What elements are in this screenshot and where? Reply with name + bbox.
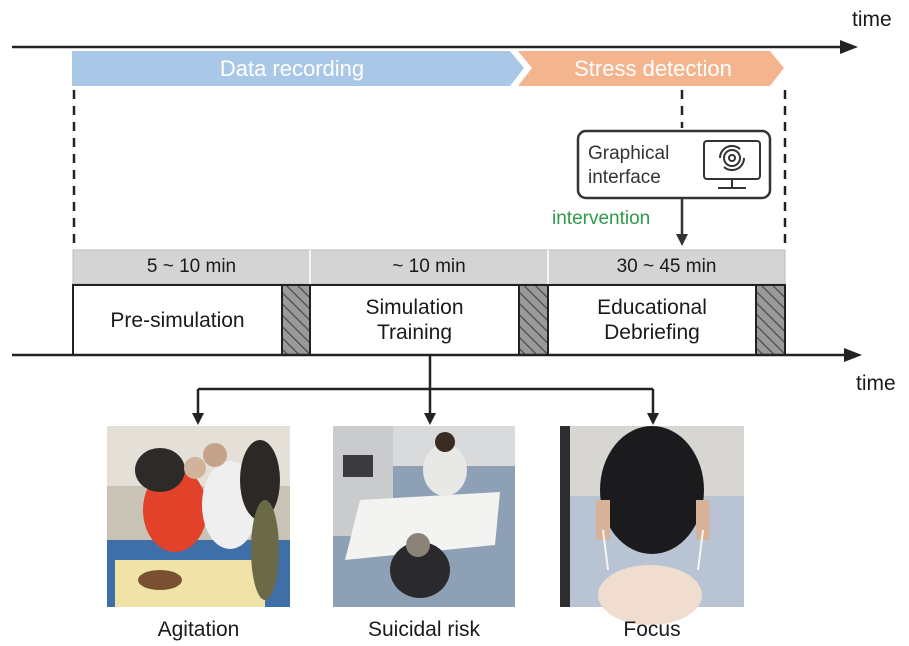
caption-agitation: Agitation — [157, 618, 240, 641]
stress-detection-label: Stress detection — [574, 55, 732, 81]
graphical-interface-label: Graphical interface — [588, 143, 670, 188]
hatch-block-2 — [518, 284, 549, 356]
focus-photo — [560, 426, 744, 625]
hatch-block-3 — [755, 284, 786, 356]
top-time-label: time — [852, 8, 892, 31]
intervention-arrow — [676, 198, 688, 246]
duration-educational-debriefing: 30 ~ 45 min — [616, 256, 717, 277]
phase-simulation-training: Simulation Training — [365, 296, 464, 344]
intervention-label: intervention — [552, 208, 651, 229]
hatch-block-1 — [281, 284, 311, 356]
bottom-time-label: time — [856, 372, 896, 395]
agitation-photo — [107, 426, 290, 607]
dashed-guides — [72, 90, 787, 250]
caption-suicidal-risk: Suicidal risk — [367, 618, 481, 641]
phase-boxes — [72, 284, 786, 356]
data-recording-banner — [72, 51, 524, 86]
monitor-gear-icon — [703, 140, 761, 189]
phase-pre-simulation: Pre-simulation — [110, 308, 245, 332]
top-time-axis — [12, 40, 858, 54]
scenario-branch-arrows — [196, 355, 655, 414]
stress-detection-banner — [518, 51, 784, 86]
duration-simulation-training: ~ 10 min — [392, 256, 466, 277]
graphical-interface-box — [576, 129, 772, 200]
suicidal-risk-photo — [333, 426, 515, 607]
phase-educational-debriefing: Educational Debriefing — [597, 296, 707, 344]
data-recording-label: Data recording — [219, 55, 365, 81]
caption-focus: Focus — [623, 618, 681, 641]
duration-pre-simulation: 5 ~ 10 min — [146, 256, 237, 277]
